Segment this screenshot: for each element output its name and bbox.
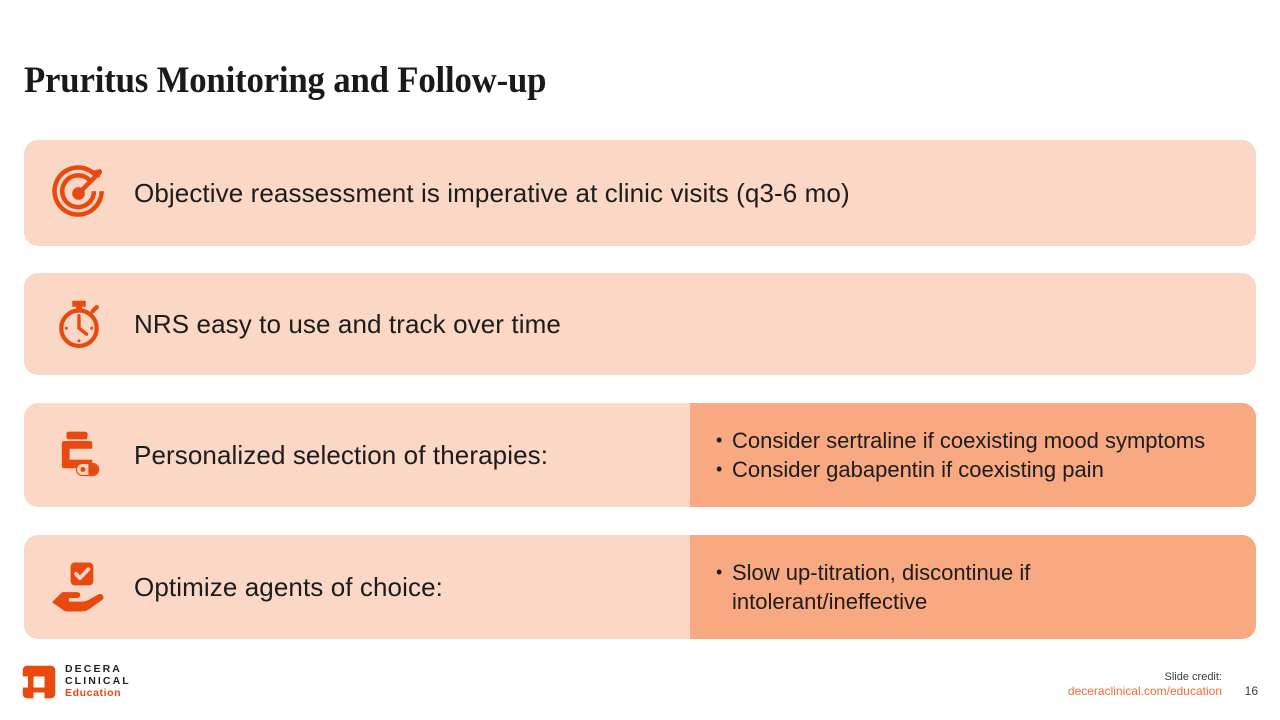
list-item: Slow up-titration, discontinue if intole…	[716, 558, 1212, 616]
row-label: NRS easy to use and track over time	[134, 309, 561, 339]
decera-logo: DECERA CLINICAL Education	[22, 663, 131, 700]
row-label: Personalized selection of therapies:	[134, 440, 549, 470]
stopwatch-icon	[24, 297, 134, 351]
slide-credit-label: Slide credit:	[1164, 671, 1222, 683]
content-row: Personalized selection of therapies: Con…	[24, 403, 1256, 507]
row-detail-panel: Consider sertraline if coexisting mood s…	[690, 403, 1256, 507]
page-title: Pruritus Monitoring and Follow-up	[24, 60, 547, 101]
row-left-section: Personalized selection of therapies:	[24, 403, 690, 507]
bullet-list: Slow up-titration, discontinue if intole…	[716, 558, 1212, 616]
logo-line-3: Education	[65, 687, 122, 699]
bullet-list: Consider sertraline if coexisting mood s…	[716, 426, 1205, 484]
slide-credit-link[interactable]: deceraclinical.com/education	[1067, 684, 1222, 698]
row-left-section: NRS easy to use and track over time	[24, 273, 1256, 375]
page-number: 16	[1244, 684, 1258, 698]
logo-line-2: CLINICAL	[65, 674, 131, 687]
row-label: Objective reassessment is imperative at …	[134, 178, 850, 208]
slide-credit: Slide credit: deceraclinical.com/educati…	[1068, 670, 1222, 699]
decera-logo-mark	[22, 665, 56, 699]
logo-line-1: DECERA	[65, 663, 122, 675]
content-row: NRS easy to use and track over time	[24, 273, 1256, 375]
content-row: Objective reassessment is imperative at …	[24, 140, 1256, 246]
row-label: Optimize agents of choice:	[134, 572, 443, 602]
row-detail-panel: Slow up-titration, discontinue if intole…	[690, 535, 1256, 639]
list-item: Consider sertraline if coexisting mood s…	[716, 426, 1205, 455]
target-arrow-icon	[24, 164, 134, 222]
hand-check-icon	[24, 560, 134, 614]
pill-bottle-icon	[24, 428, 134, 482]
row-left-section: Optimize agents of choice:	[24, 535, 690, 639]
logo-wordmark: DECERA CLINICAL Education	[65, 663, 131, 700]
row-left-section: Objective reassessment is imperative at …	[24, 140, 1256, 246]
content-row: Optimize agents of choice: Slow up-titra…	[24, 535, 1256, 639]
list-item: Consider gabapentin if coexisting pain	[716, 455, 1205, 484]
